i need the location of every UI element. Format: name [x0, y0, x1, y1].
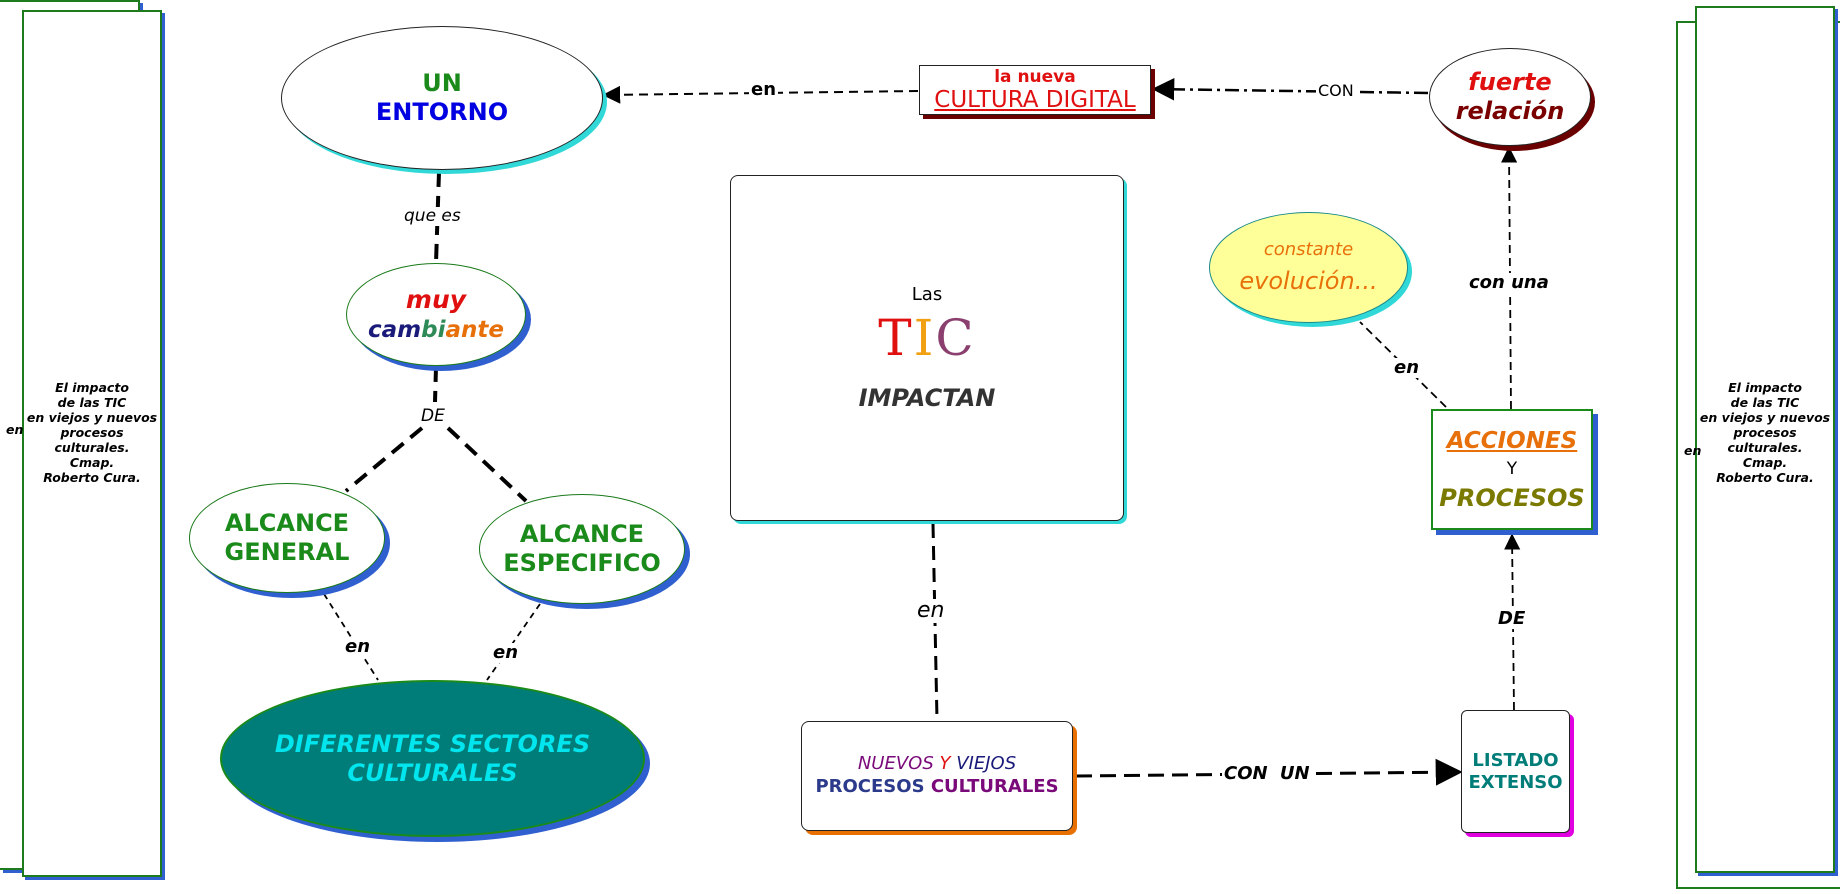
cambiante-part1: cam	[368, 317, 422, 343]
link-label-que-es: que es	[402, 206, 463, 226]
link-label-con-un: CON UN	[1222, 763, 1312, 784]
acciones-line3: PROCESOS	[1439, 483, 1585, 512]
concept-cultura-digital[interactable]: la nueva CULTURA DIGITAL	[919, 65, 1151, 115]
concept-constante-evolucion[interactable]: constante evolución...	[1209, 212, 1408, 323]
link-de-to-general	[344, 426, 424, 493]
link-label-de-right: DE	[1496, 608, 1528, 629]
link-cambiante-to-de	[433, 366, 438, 403]
tic-las-text: Las	[911, 284, 943, 305]
link-label-en-general: en	[343, 636, 373, 657]
side-panel-right: El impacto de las TIC en viejos y nuevos…	[1695, 6, 1835, 873]
cambiante-part3: ante	[445, 317, 504, 343]
acciones-line1: ACCIONES	[1446, 427, 1578, 454]
cultura-digital-line2: CULTURA DIGITAL	[934, 87, 1136, 113]
viejos-word: VIEJOS	[956, 753, 1017, 774]
concept-tic-impactan[interactable]: Las TIC IMPACTAN	[730, 175, 1124, 521]
side-panel-left: El impacto de las TIC en viejos y nuevos…	[22, 10, 162, 877]
link-label-en-right: en	[1392, 357, 1422, 378]
cultura-digital-line1: la nueva	[994, 67, 1076, 87]
concept-acciones-procesos[interactable]: ACCIONES Y PROCESOS	[1431, 409, 1593, 530]
acciones-line2: Y	[1506, 458, 1518, 479]
concept-muy-cambiante[interactable]: muy cambiante	[346, 263, 526, 366]
link-label-con-una: con una	[1467, 272, 1551, 293]
concept-un-entorno[interactable]: UN ENTORNO	[281, 26, 603, 170]
un-entorno-line1: UN	[422, 69, 462, 97]
culturales-word: CULTURALES	[930, 776, 1059, 797]
y-word: Y	[939, 753, 951, 774]
tic-letter-c: C	[935, 309, 976, 367]
concept-diferentes-sectores[interactable]: DIFERENTES SECTORES CULTURALES	[220, 680, 645, 837]
nuevos-viejos-line1: NUEVOS Y VIEJOS	[858, 753, 1016, 775]
side-panel-right-text: El impacto de las TIC en viejos y nuevos…	[1699, 379, 1831, 485]
link-label-en-top: en	[749, 79, 779, 100]
side-panel-right-peek: en	[1684, 443, 1702, 458]
alcance-general-line2: GENERAL	[224, 538, 350, 566]
side-panel-left-peek: en	[6, 422, 24, 437]
sectores-line1: DIFERENTES SECTORES	[274, 729, 591, 758]
concept-alcance-especifico[interactable]: ALCANCE ESPECIFICO	[479, 494, 685, 604]
link-especifico-to-sectores	[486, 603, 541, 681]
alcance-general-line1: ALCANCE	[224, 509, 350, 537]
concept-alcance-general[interactable]: ALCANCE GENERAL	[189, 483, 385, 593]
link-label-en-especifico: en	[491, 642, 521, 663]
nuevos-viejos-line2: PROCESOS CULTURALES	[815, 775, 1058, 799]
link-de-to-especifico	[446, 426, 528, 503]
nuevos-word: NUEVOS	[857, 753, 934, 774]
link-listado-to-acciones	[1504, 533, 1521, 711]
cambiante-part2: bi	[421, 317, 446, 343]
evolucion-line2: evolución...	[1239, 266, 1378, 295]
alcance-especifico-line2: ESPECIFICO	[503, 549, 661, 577]
concept-fuerte-relacion[interactable]: fuerte relación	[1429, 48, 1591, 146]
sectores-line2: CULTURALES	[347, 758, 518, 787]
tic-impactan-text: IMPACTAN	[858, 384, 996, 412]
side-panel-left-text: El impacto de las TIC en viejos y nuevos…	[26, 380, 158, 485]
procesos-word: PROCESOS	[815, 776, 925, 797]
concept-nuevos-viejos[interactable]: NUEVOS Y VIEJOS PROCESOS CULTURALES	[801, 721, 1073, 831]
link-label-con-top: CON	[1316, 81, 1356, 100]
evolucion-line1: constante	[1263, 238, 1354, 260]
link-label-de-left: DE	[419, 406, 447, 426]
tic-title: TIC	[878, 308, 975, 368]
link-relacion-to-cultura	[1151, 78, 1429, 101]
concept-listado-extenso[interactable]: LISTADO EXTENSO	[1461, 710, 1570, 833]
link-entorno-to-cambiante	[434, 171, 441, 264]
muy-cambiante-line1: muy	[405, 285, 467, 314]
link-general-to-sectores	[323, 593, 379, 681]
listado-line2: EXTENSO	[1468, 771, 1563, 793]
link-label-en-center: en	[915, 598, 947, 623]
tic-letter-i: I	[913, 309, 936, 367]
listado-line1: LISTADO	[1472, 749, 1559, 771]
un-entorno-line2: ENTORNO	[375, 98, 509, 126]
fuerte-relacion-line1: fuerte	[1468, 68, 1552, 96]
fuerte-relacion-line2: relación	[1455, 97, 1565, 125]
alcance-especifico-line1: ALCANCE	[519, 520, 645, 548]
tic-letter-t: T	[878, 309, 914, 367]
muy-cambiante-line2: cambiante	[368, 315, 504, 345]
link-acciones-to-evolucion	[1359, 321, 1447, 408]
